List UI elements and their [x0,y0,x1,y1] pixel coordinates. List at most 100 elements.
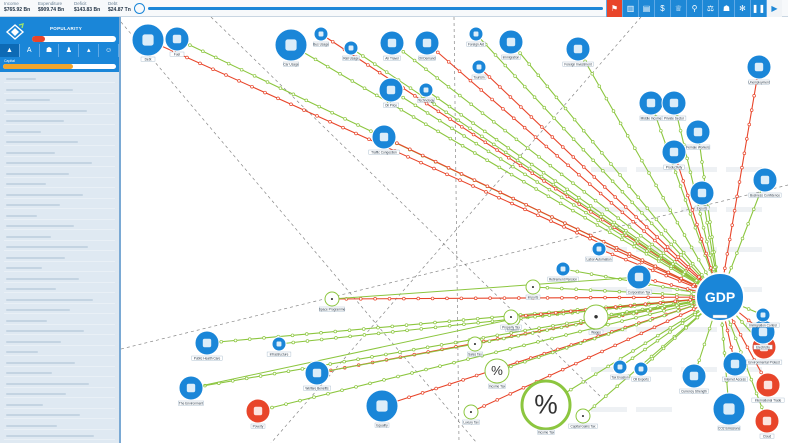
clock-icon[interactable] [134,3,145,14]
node-trophy-icon[interactable]: •Capital Gains Tax [568,408,598,429]
voter-group-row[interactable] [4,285,115,293]
flag-icon[interactable]: ⚑ [606,0,622,17]
node-hospital-icon[interactable]: Infrastructure [266,336,292,357]
voter-group-row[interactable] [4,243,115,251]
node-oil-icon[interactable]: Oil Exports [631,361,651,382]
node-benefit-icon[interactable]: Welfare Benefits [303,360,331,391]
factory-icon[interactable]: ▥ [622,0,638,17]
dollar-icon[interactable]: $ [654,0,670,17]
voter-group-row[interactable] [4,317,115,325]
voter-group-row[interactable] [4,359,115,367]
scale-icon[interactable]: ⚖ [702,0,718,17]
voter-group-row[interactable] [4,306,115,314]
timeline-track[interactable] [148,7,603,10]
voter-group-row[interactable] [4,159,115,167]
node-trees-icon[interactable]: The Environment [178,375,204,406]
voter-group-row[interactable] [4,180,115,188]
node-car-icon[interactable]: Traffic Congestion [368,124,400,155]
node-handshake-icon[interactable]: Business Confidence [748,167,782,198]
voter-group-row[interactable] [4,96,115,104]
gdp-node[interactable]: GDP [695,272,745,322]
voter-group-row[interactable] [4,401,115,409]
voter-group-row[interactable] [4,212,115,220]
node-box-icon[interactable]: Exports [689,180,715,211]
node-oil-drop-icon[interactable]: Oil Demand [414,30,440,61]
node-coin-icon[interactable]: Oil Price [378,77,404,108]
voter-group-row[interactable] [4,411,115,419]
node-car-icon[interactable]: Car Usage [274,28,308,67]
gear-icon[interactable]: ✻ [734,0,750,17]
node-dollar-icon[interactable]: Currency Strength [679,363,709,394]
voter-group-row[interactable] [4,275,115,283]
node-bulldozer-icon[interactable]: Debt [131,23,165,62]
node-rocket-icon[interactable]: •Space Programme [319,291,346,312]
voter-group-row[interactable] [4,296,115,304]
voter-group-row[interactable] [4,191,115,199]
trophy-icon[interactable] [575,408,591,424]
node-investment-icon[interactable]: Foreign Investment [562,36,594,67]
rocket-icon[interactable] [324,291,340,307]
dashboard-icon[interactable] [4,21,26,43]
node-plane-icon[interactable]: Air Travel [379,30,405,61]
node-diamond-icon[interactable]: •Luxury Tax [462,404,480,425]
node-bus-icon[interactable]: Bus Usage [313,26,329,47]
node-evade-icon[interactable]: Tax Evasion [610,359,630,380]
voter-group-row[interactable] [4,233,115,241]
voter-group-row[interactable] [4,348,115,356]
house-icon[interactable] [503,309,519,325]
wage-icon[interactable] [583,304,609,330]
diamond-icon[interactable] [463,404,479,420]
voter-group-row[interactable] [4,222,115,230]
node-workers-icon[interactable]: Middle Income [638,90,664,121]
voter-group-row[interactable] [4,254,115,262]
percent-icon[interactable] [520,379,572,431]
voter-group-row[interactable] [4,327,115,335]
text-size-icon[interactable]: A [20,44,40,57]
voter-group-row[interactable] [4,107,115,115]
play-icon[interactable]: ▶ [766,0,782,17]
node-couple-icon[interactable]: Poverty [245,398,271,429]
node-tour-icon[interactable]: Tourism [471,59,487,80]
voter-group-row[interactable] [4,432,115,440]
voter-group-row[interactable] [4,138,115,146]
triangle-filter-icon[interactable]: ▲ [0,44,20,57]
face-icon[interactable]: ☺ [99,44,119,57]
node-box-icon[interactable]: •Imports [525,279,541,300]
voter-group-row[interactable] [4,369,115,377]
voter-group-row[interactable] [4,380,115,388]
box-icon[interactable] [525,279,541,295]
node-elderly-icon[interactable]: Retirement Pension [547,261,579,282]
voter-group-row[interactable] [4,390,115,398]
node-globe-icon[interactable]: International Trade [751,372,785,403]
pin-icon[interactable]: ⚲ [686,0,702,17]
voter-group-row[interactable] [4,201,115,209]
node-health-icon[interactable]: Public Health Care [191,330,223,361]
voter-group-row[interactable] [4,422,115,430]
voter-group-row[interactable] [4,86,115,94]
voter-group-row[interactable] [4,128,115,136]
node-truck-icon[interactable]: Technology [417,82,435,103]
node-female-icon[interactable]: Female Workers [685,119,711,150]
people-icon[interactable]: ☗ [718,0,734,17]
node-cloud-icon[interactable]: Cloud [754,408,780,439]
fade-icon[interactable]: ▴ [79,44,100,57]
node-hand-icon[interactable]: Foreign Aid [466,26,486,47]
node-wifi-icon[interactable]: Internet Access [722,351,748,382]
group-icon[interactable]: ☗ [40,44,60,57]
node-person-icon[interactable]: Immigration [498,29,524,60]
voter-group-row[interactable] [4,117,115,125]
percent-person-icon[interactable] [484,358,510,384]
node-factory-icon[interactable]: Private Sector [661,90,687,121]
node-wage-icon[interactable]: •Wages [583,304,609,335]
voter-group-row[interactable] [4,338,115,346]
node-scale-icon[interactable]: Equality [365,389,399,428]
node-percent-icon[interactable]: %Income Tax [520,379,572,435]
voter-group-row[interactable] [4,170,115,178]
turn-timeline[interactable] [134,3,604,14]
node-train-icon[interactable]: Rail Usage [342,40,360,61]
chart-icon[interactable]: ▤ [638,0,654,17]
gdp-circle[interactable] [695,272,745,322]
people-icon[interactable]: ♟ [59,44,80,57]
node-drop-icon[interactable]: Fuel [164,26,190,57]
